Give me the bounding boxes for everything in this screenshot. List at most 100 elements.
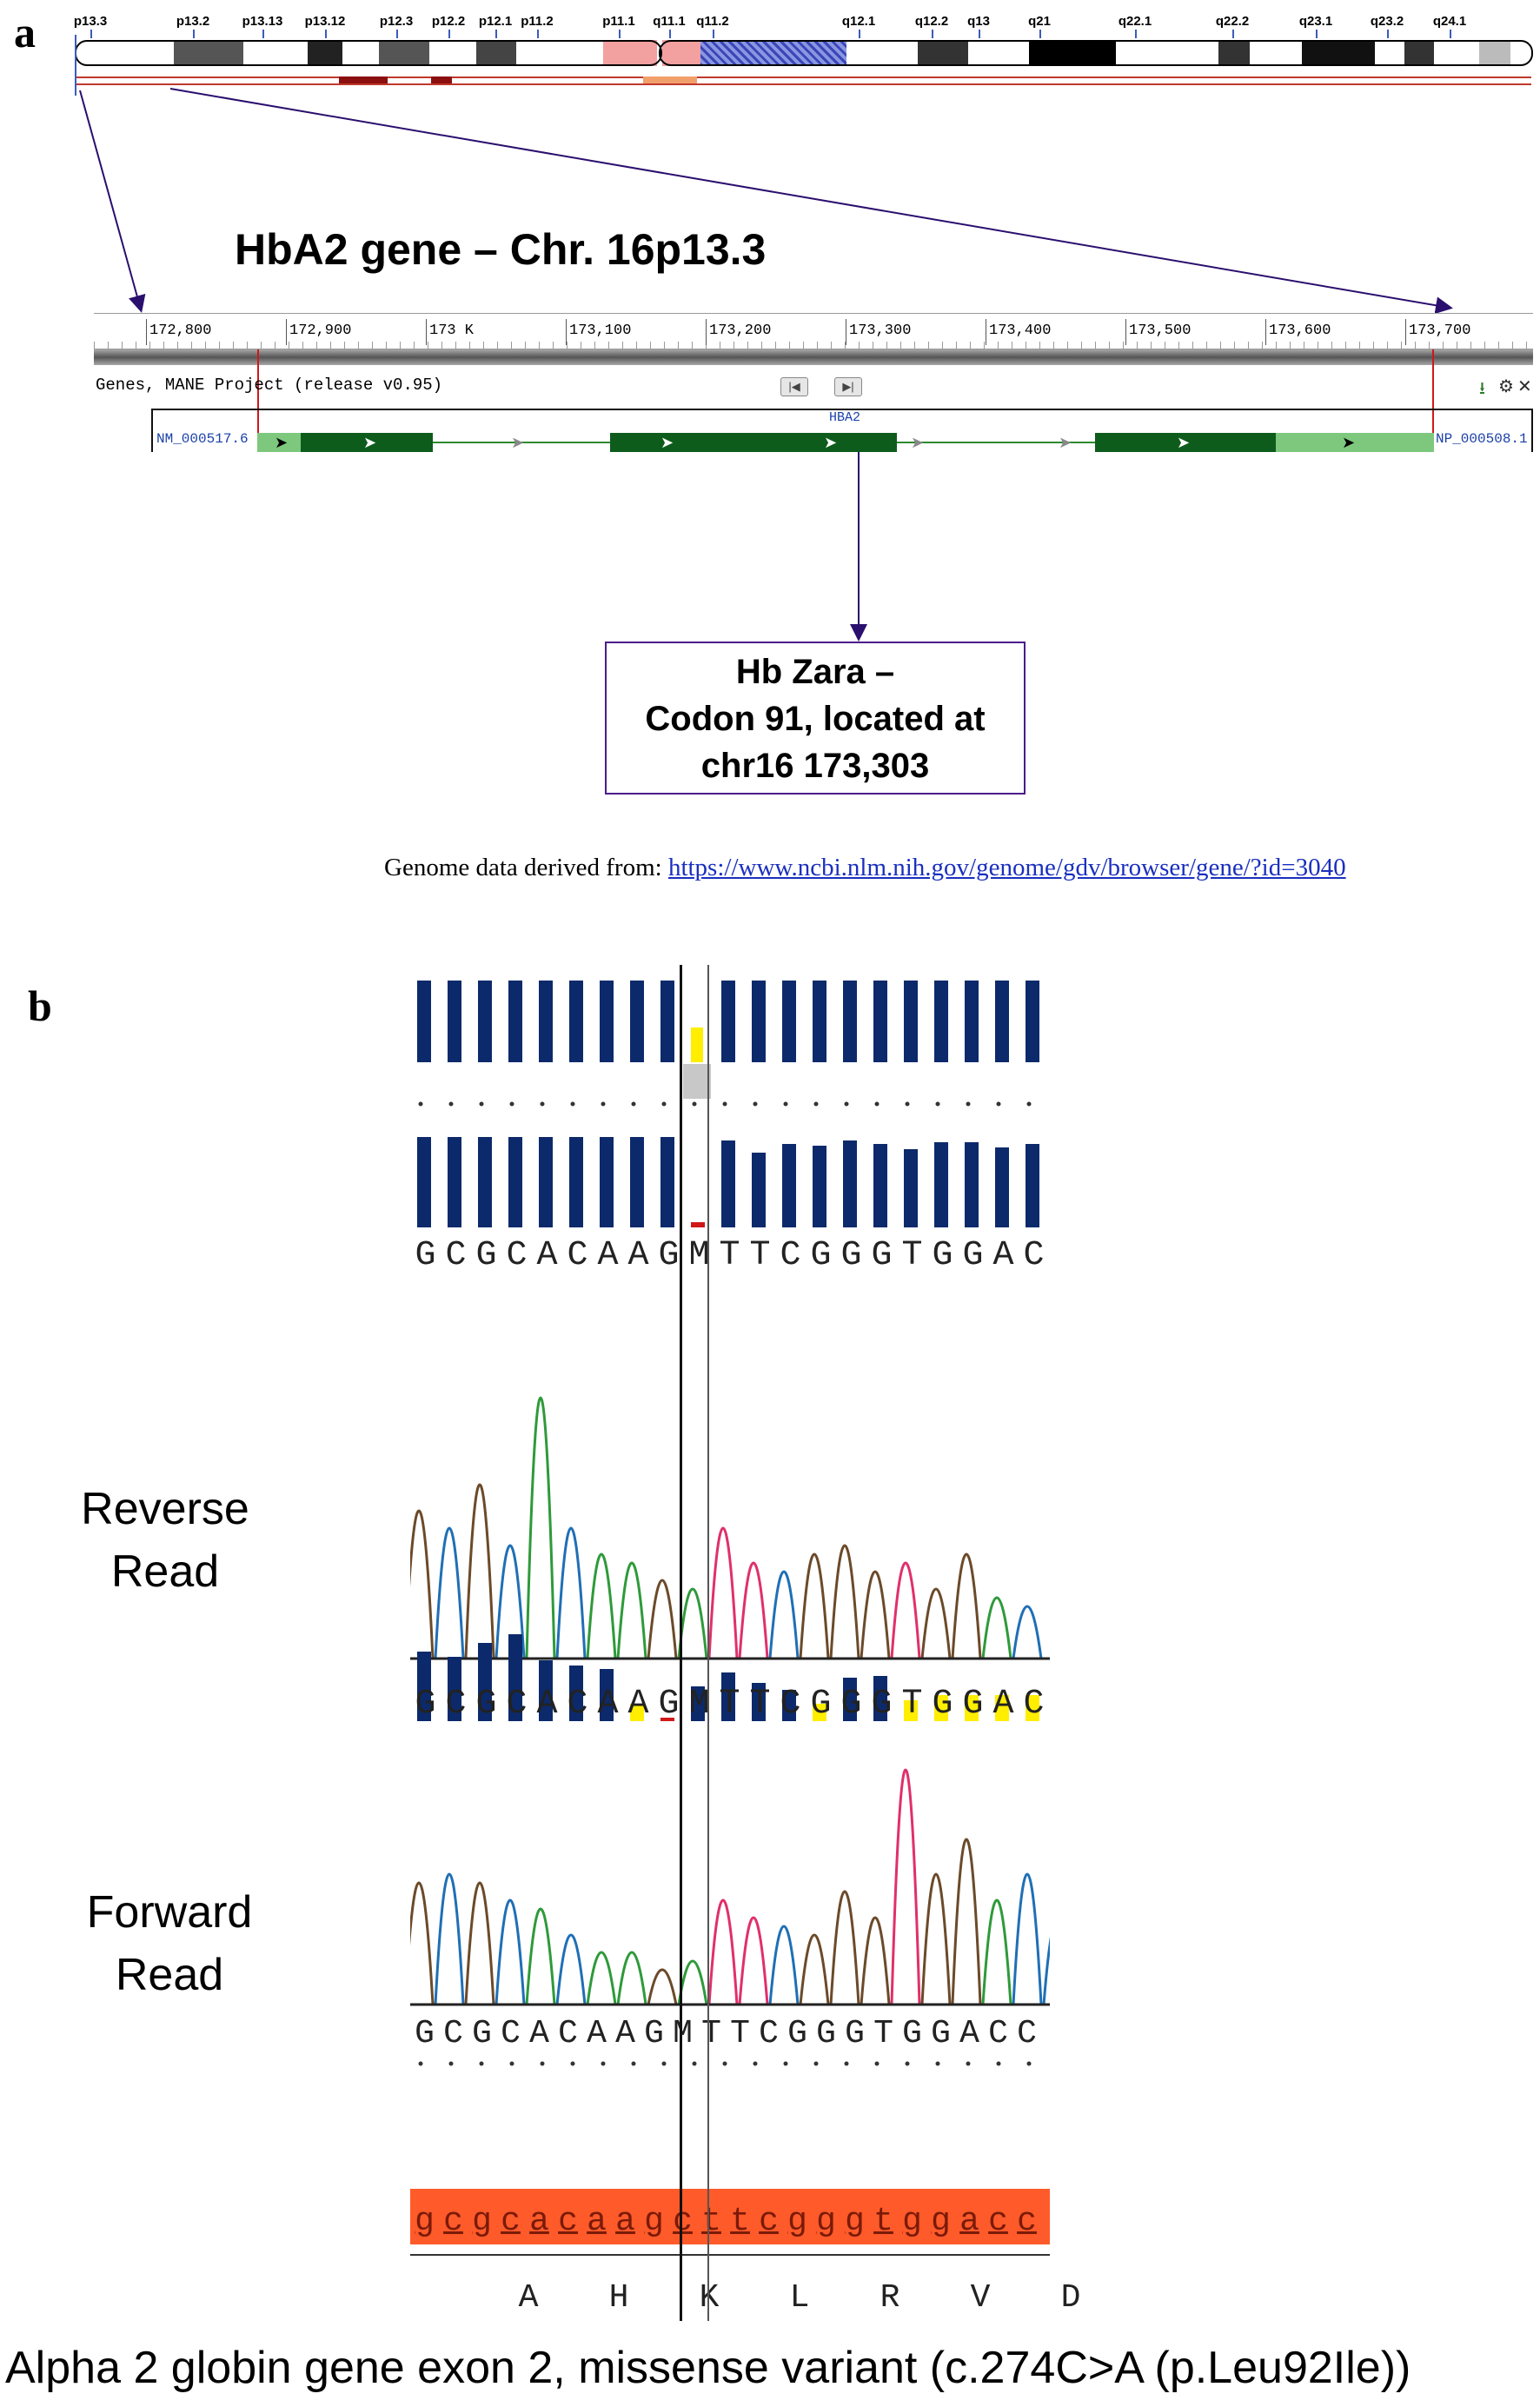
base: G — [475, 1236, 497, 1275]
band-label: q12.1 — [841, 14, 876, 29]
base: g — [816, 2203, 836, 2240]
dot-marker — [813, 1101, 819, 1107]
band-label: p13.12 — [304, 14, 346, 29]
quality-bar — [478, 1137, 492, 1227]
gene-name: HBA2 — [828, 410, 861, 425]
dot-marker — [996, 2061, 1001, 2066]
dot-marker — [418, 1101, 423, 1107]
base: A — [627, 1685, 649, 1724]
right-bracket — [1432, 349, 1434, 433]
band-label: p13.3 — [73, 14, 108, 29]
quality-bar — [873, 981, 887, 1062]
band-tick — [1232, 30, 1234, 38]
forward-trace-peak — [738, 1916, 769, 2005]
quality-bar — [569, 981, 583, 1062]
strand-arrow: ➤ — [1342, 434, 1356, 451]
quality-bar — [904, 1149, 918, 1227]
base: c — [759, 2203, 779, 2240]
variant-highlight — [683, 1064, 711, 1099]
quality-bar — [600, 1669, 614, 1721]
gear-icon[interactable]: ⚙ — [1498, 377, 1514, 396]
dot-marker — [418, 2061, 423, 2066]
source-link[interactable]: https://www.ncbi.nlm.nih.gov/genome/gdv/… — [667, 854, 1346, 881]
dot-marker — [479, 2061, 484, 2066]
dot-marker — [692, 2061, 697, 2066]
reverse-trace-peak — [707, 1526, 739, 1659]
quality-bar — [508, 1137, 522, 1227]
protein-accession[interactable]: NP_000508.1 — [1436, 431, 1528, 447]
quality-bar — [843, 981, 857, 1062]
band-label: q12.2 — [914, 14, 949, 29]
dot-marker — [540, 2061, 545, 2066]
base: G — [931, 2015, 951, 2052]
base: T — [901, 1236, 923, 1275]
close-icon[interactable]: ✕ — [1517, 377, 1532, 396]
base: A — [992, 1685, 1014, 1724]
ruler-tick — [286, 319, 287, 345]
exon-2 — [610, 433, 897, 452]
zoom-lines — [79, 88, 1453, 315]
band-label: q22.2 — [1215, 14, 1250, 29]
quality-bar — [1026, 981, 1039, 1062]
base: C — [759, 2015, 779, 2052]
quality-bar — [630, 981, 644, 1062]
base: c — [501, 2203, 521, 2240]
quality-bar — [813, 1146, 826, 1227]
base: M — [688, 1685, 710, 1724]
dot-marker — [661, 1101, 667, 1107]
quality-bar — [508, 981, 522, 1062]
dot-marker — [509, 1101, 514, 1107]
band-label: q22.1 — [1118, 14, 1152, 29]
forward-trace-peak — [860, 1916, 891, 2005]
dot-marker — [570, 2061, 575, 2066]
quality-bar — [478, 1643, 492, 1721]
dot-marker — [692, 1101, 697, 1107]
quality-bar — [752, 1153, 766, 1227]
quality-bar — [995, 1147, 1009, 1227]
quality-bar — [934, 981, 948, 1062]
quality-bar-low — [691, 1027, 703, 1062]
quality-bar — [965, 1142, 979, 1227]
reverse-read-label: Reverse Read — [81, 1484, 249, 1597]
forward-trace-peak — [768, 1925, 800, 2005]
forward-trace-peak — [434, 1872, 465, 2005]
base: a — [587, 2203, 607, 2240]
left-bracket — [257, 349, 259, 433]
reverse-trace-peak — [920, 1587, 952, 1659]
ruler-tick — [146, 319, 147, 345]
exon-1 — [301, 433, 433, 452]
download-icon[interactable]: ⭳ — [1479, 379, 1485, 398]
quality-bar — [995, 1695, 1009, 1721]
base: G — [644, 2015, 664, 2052]
ruler-label: 173,300 — [849, 322, 912, 339]
forward-trace-peak — [464, 1881, 495, 2005]
base: T — [749, 1236, 771, 1275]
scroll-left-button[interactable]: |◀ — [780, 377, 808, 396]
scroll-right-button[interactable]: ▶| — [834, 377, 862, 396]
base: G — [962, 1236, 984, 1275]
base: G — [810, 1236, 832, 1275]
ruler-tick — [1405, 319, 1406, 345]
forward-trace-peak — [981, 1898, 1012, 2005]
reverse-trace-peak — [951, 1553, 982, 1659]
forward-trace-peak — [586, 1951, 617, 2005]
base: A — [536, 1685, 558, 1724]
base: G — [932, 1236, 953, 1275]
base: A — [597, 1685, 619, 1724]
strand-arrow: ➤ — [1177, 434, 1191, 451]
base: C — [1023, 1236, 1045, 1275]
base: t — [701, 2203, 721, 2240]
variant-codon: Codon 91, located at — [645, 700, 986, 738]
transcript-accession[interactable]: NM_000517.6 — [156, 431, 249, 447]
base: C — [1017, 2015, 1037, 2052]
band-tick — [90, 30, 92, 38]
base: g — [644, 2203, 664, 2240]
dot-marker — [601, 2061, 606, 2066]
base: T — [719, 1685, 740, 1724]
quality-bar — [843, 1140, 857, 1227]
quality-bar — [539, 1660, 553, 1721]
panel-label-a: a — [14, 8, 36, 57]
dot-marker — [448, 2061, 454, 2066]
